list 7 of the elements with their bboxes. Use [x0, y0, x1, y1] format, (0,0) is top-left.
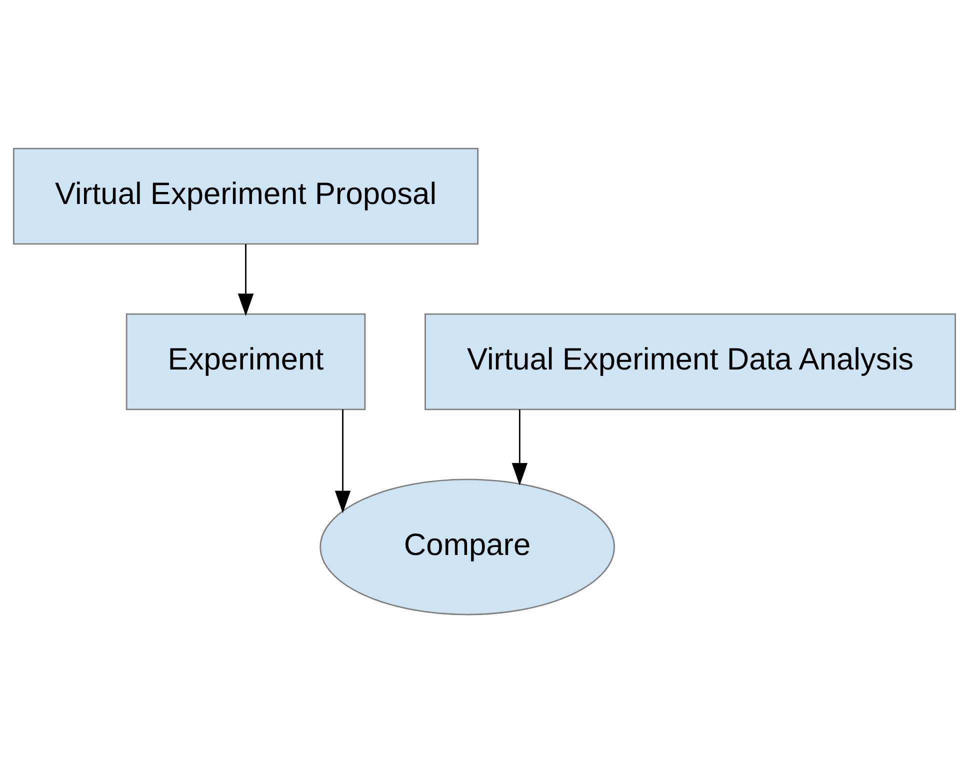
arrow	[334, 409, 351, 514]
node-ellipse: Compare	[320, 478, 615, 616]
node-box: Virtual Experiment Proposal	[13, 148, 479, 245]
node-box: Experiment	[126, 313, 366, 410]
node-box: Virtual Experiment Data Analysis	[424, 313, 956, 410]
arrow	[512, 409, 528, 486]
arrow	[238, 244, 254, 316]
